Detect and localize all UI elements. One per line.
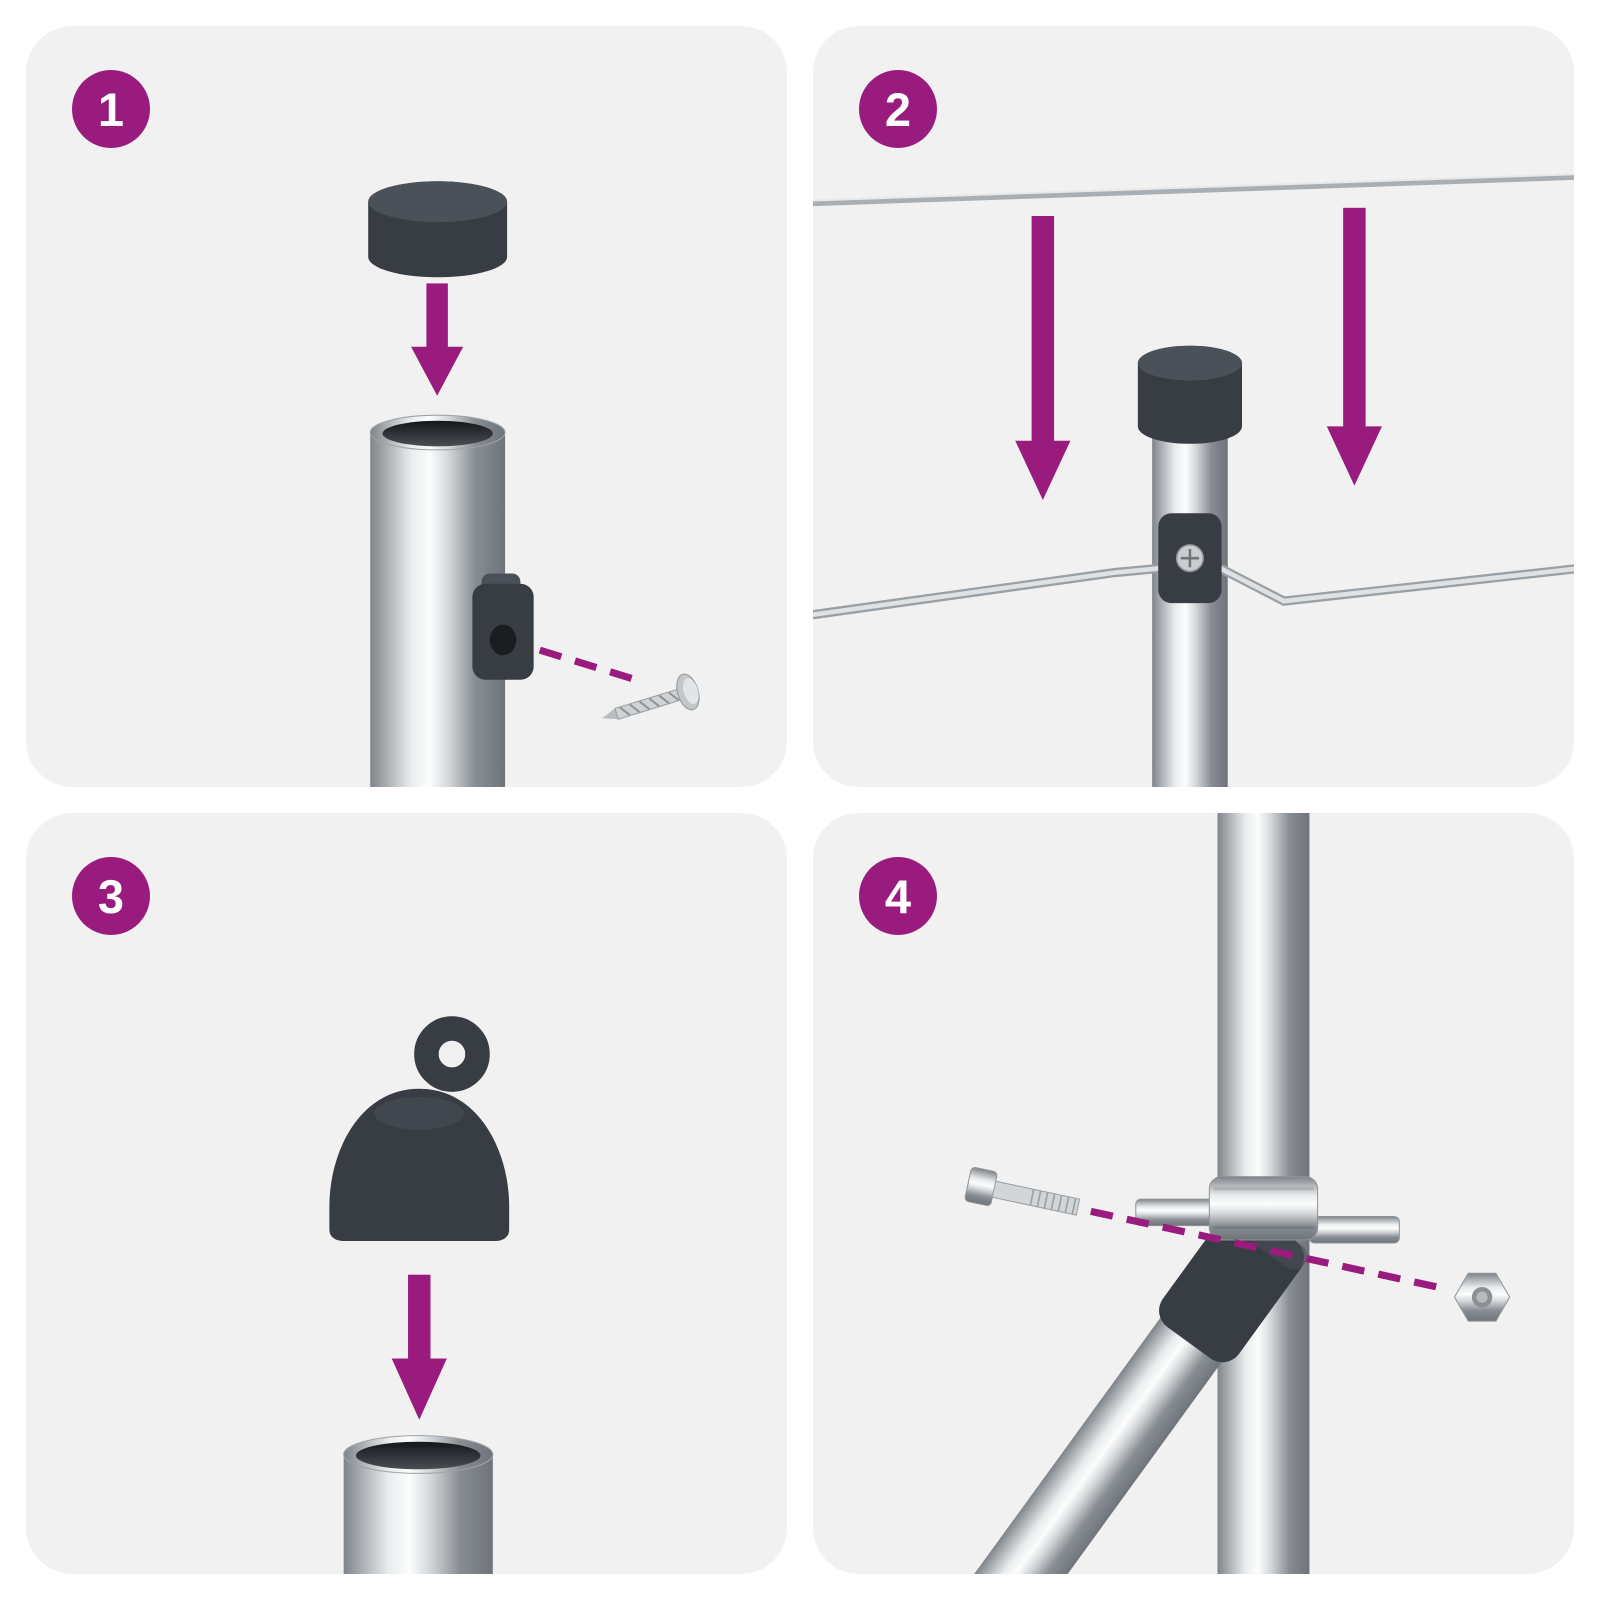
bolt-path-dashed-line <box>1090 1207 1448 1293</box>
eyelet-cap <box>329 1016 510 1241</box>
step-panel-1: 1 <box>26 26 787 787</box>
screw-path-dashed-line <box>538 646 637 684</box>
down-arrow-icon <box>1015 215 1071 500</box>
step-1-badge: 1 <box>72 70 150 148</box>
step-3-number: 3 <box>97 869 125 923</box>
step-2-badge: 2 <box>859 70 937 148</box>
bolt-icon <box>964 1167 1081 1216</box>
step-1-illustration <box>368 181 700 787</box>
post <box>1152 430 1228 787</box>
post-cap <box>1137 345 1243 444</box>
post-cap <box>368 181 508 278</box>
step-2-illustration <box>813 173 1574 787</box>
step-panel-2: 2 <box>813 26 1574 787</box>
step-3-badge: 3 <box>72 857 150 935</box>
lower-wire <box>813 563 1574 620</box>
post-clamp <box>1135 1176 1400 1244</box>
step-4-badge: 4 <box>859 857 937 935</box>
nut-icon <box>1453 1272 1511 1322</box>
step-2-number: 2 <box>884 82 912 136</box>
down-arrow-icon <box>411 283 464 396</box>
wire-clip <box>1158 513 1222 604</box>
step-panel-3: 3 <box>26 813 787 1574</box>
upper-wire <box>813 173 1574 207</box>
post <box>343 1435 494 1574</box>
screw-clip <box>472 573 534 680</box>
step-panel-4: 4 <box>813 813 1574 1574</box>
step-4-illustration <box>892 813 1511 1574</box>
step-3-illustration <box>329 1016 510 1574</box>
screw-icon <box>601 673 700 720</box>
down-arrow-icon <box>391 1274 447 1420</box>
step-4-number: 4 <box>884 869 912 923</box>
step-1-number: 1 <box>97 82 125 136</box>
down-arrow-icon <box>1326 207 1382 486</box>
